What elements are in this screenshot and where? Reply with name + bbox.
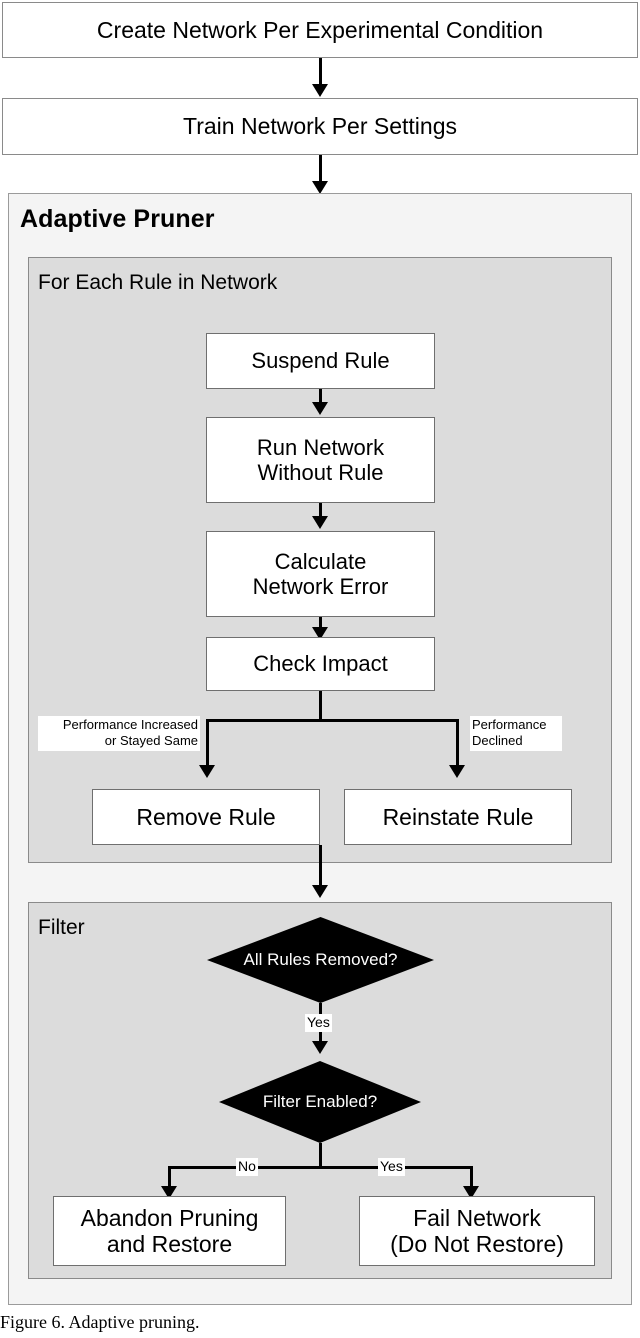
figure-caption: Figure 6. Adaptive pruning.	[0, 1312, 200, 1332]
diamond-shape-icon	[207, 917, 434, 1003]
connector-branch-left	[206, 719, 209, 767]
arrowhead-filter-branch-right	[463, 1186, 479, 1199]
connector-diamond2-stem	[319, 1143, 322, 1168]
arrowhead-diamond1-to-diamond2	[312, 1041, 328, 1054]
for-each-rule-title: For Each Rule in Network	[38, 271, 278, 294]
connector-check-impact-stem	[319, 691, 322, 721]
connector-create-to-train	[319, 58, 322, 86]
node-abandon-pruning: Abandon Pruning and Restore	[53, 1196, 286, 1266]
diamond-shape-icon	[219, 1061, 421, 1143]
connector-run-to-calculate	[319, 503, 322, 518]
edge-label-all-rules-removed-yes: Yes	[305, 1014, 332, 1032]
filter-title: Filter	[38, 916, 85, 939]
node-suspend-rule: Suspend Rule	[206, 333, 435, 389]
connector-filter-branch-left	[168, 1166, 171, 1188]
node-fail-network: Fail Network (Do Not Restore)	[359, 1196, 595, 1266]
edge-label-filter-enabled-yes: Yes	[378, 1158, 405, 1176]
arrowhead-create-to-train	[312, 84, 328, 97]
node-train-network: Train Network Per Settings	[2, 98, 638, 155]
connector-calculate-to-check	[319, 617, 322, 629]
arrowhead-branch-right	[449, 765, 465, 778]
decision-filter-enabled: Filter Enabled?	[219, 1061, 421, 1143]
connector-check-impact-split	[206, 719, 459, 722]
arrowhead-filter-branch-left	[161, 1186, 177, 1199]
edge-label-performance-declined: Performance Declined	[470, 716, 562, 751]
arrowhead-loop-to-filter	[312, 885, 328, 898]
adaptive-pruner-title: Adaptive Pruner	[20, 205, 215, 233]
edge-label-filter-enabled-no: No	[236, 1158, 258, 1176]
arrowhead-train-to-pruner	[312, 181, 328, 194]
node-check-impact: Check Impact	[206, 637, 435, 691]
arrowhead-calculate-to-check	[312, 627, 328, 640]
node-reinstate-rule: Reinstate Rule	[344, 789, 572, 845]
connector-suspend-to-run	[319, 389, 322, 404]
connector-branch-right	[456, 719, 459, 767]
arrowhead-branch-left	[199, 765, 215, 778]
node-remove-rule: Remove Rule	[92, 789, 320, 845]
connector-train-to-pruner	[319, 155, 322, 183]
edge-label-performance-increased: Performance Increased or Stayed Same	[38, 716, 200, 751]
node-create-network: Create Network Per Experimental Conditio…	[2, 2, 638, 58]
arrowhead-suspend-to-run	[312, 402, 328, 415]
arrowhead-run-to-calculate	[312, 516, 328, 529]
connector-filter-branch-right	[470, 1166, 473, 1188]
connector-loop-to-filter	[319, 845, 322, 887]
decision-all-rules-removed: All Rules Removed?	[207, 917, 434, 1003]
connector-diamond2-split	[168, 1166, 473, 1169]
node-run-network-without-rule: Run Network Without Rule	[206, 417, 435, 503]
node-calculate-network-error: Calculate Network Error	[206, 531, 435, 617]
